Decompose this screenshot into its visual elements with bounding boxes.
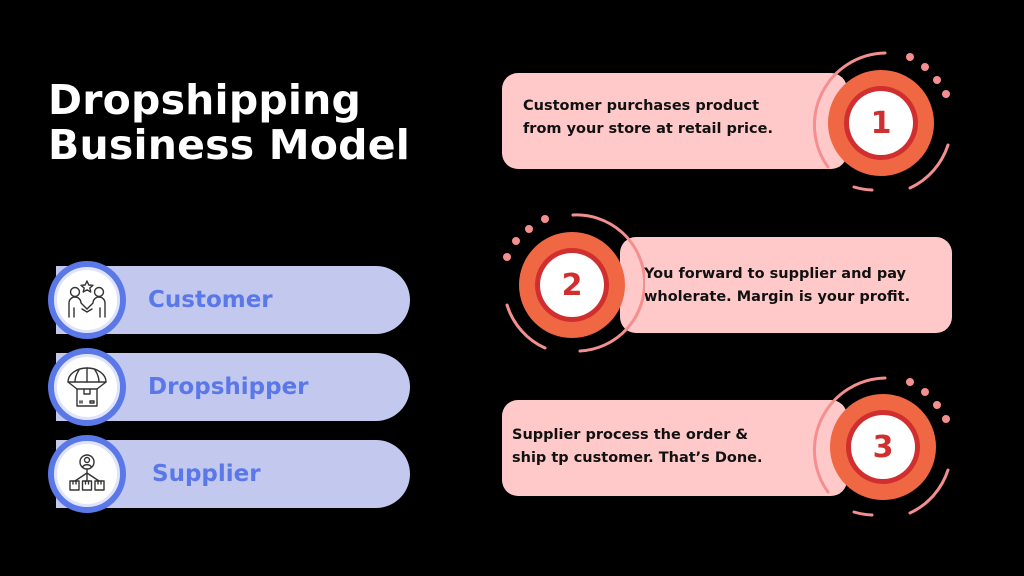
- step-number-1: 1: [870, 105, 892, 141]
- step-3-line-2: ship tp customer. That’s Done.: [512, 450, 763, 466]
- step-1-line-2: from your store at retail price.: [523, 121, 773, 137]
- step-number-3: 3: [872, 429, 894, 465]
- step-3-line-1: Supplier process the order &: [512, 427, 749, 443]
- step-badge-1: 1: [810, 50, 960, 200]
- title-line-2: Business Model: [48, 121, 410, 169]
- step-2-line-2: wholerate. Margin is your profit.: [644, 289, 911, 305]
- page-title: Dropshipping Business Model: [48, 78, 410, 168]
- step-number-2: 2: [561, 267, 583, 303]
- role-label-supplier: Supplier: [152, 461, 261, 487]
- title-line-1: Dropshipping: [48, 76, 362, 124]
- step-1-line-1: Customer purchases product: [523, 98, 760, 114]
- supplier-network-icon: [48, 435, 126, 513]
- step-card-3: Supplier process the order & ship tp cus…: [502, 400, 847, 496]
- handshake-icon: [48, 261, 126, 339]
- parachute-box-icon: [48, 348, 126, 426]
- role-label-dropshipper: Dropshipper: [148, 374, 309, 400]
- step-badge-3: 3: [810, 375, 960, 525]
- step-2-line-1: You forward to supplier and pay: [644, 266, 907, 282]
- role-pill-supplier: Supplier: [48, 435, 410, 513]
- role-label-customer: Customer: [148, 287, 273, 313]
- step-badge-2: 2: [495, 205, 645, 355]
- role-pill-customer: Customer: [48, 261, 410, 339]
- step-card-1: Customer purchases product from your sto…: [502, 73, 847, 169]
- role-pill-dropshipper: Dropshipper: [48, 348, 410, 426]
- step-card-2: You forward to supplier and pay wholerat…: [620, 237, 952, 333]
